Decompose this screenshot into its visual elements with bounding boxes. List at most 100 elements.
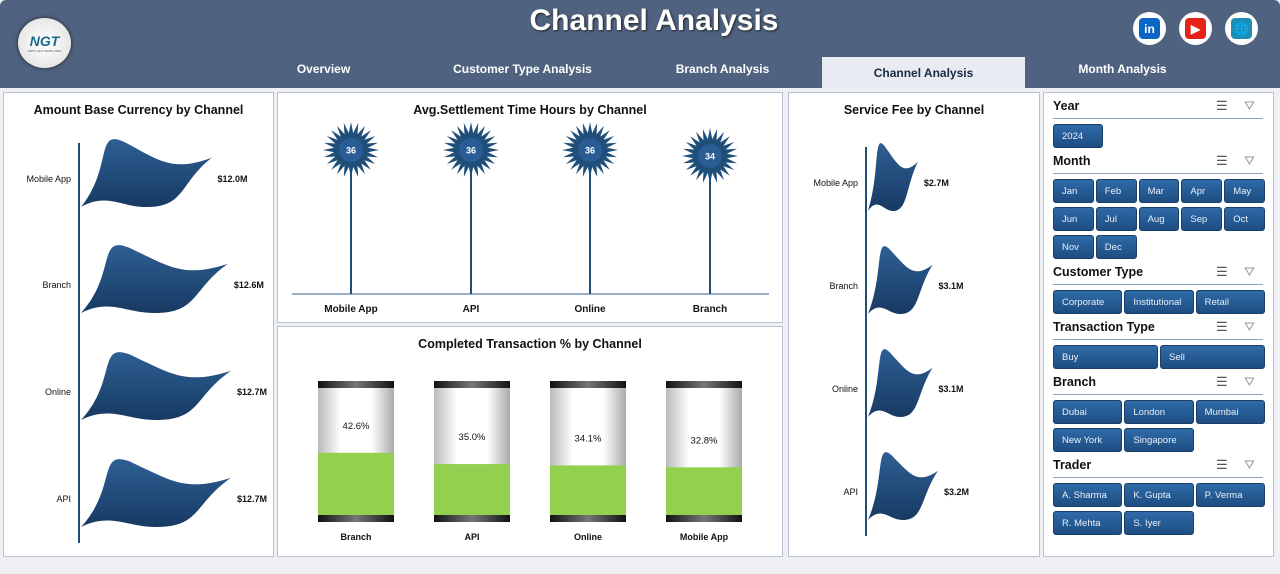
- multi-select-icon[interactable]: ☰: [1216, 374, 1228, 389]
- multi-select-icon[interactable]: ☰: [1216, 457, 1228, 472]
- data-label: 35.0%: [459, 432, 486, 443]
- tab-channel-analysis[interactable]: Channel Analysis: [822, 57, 1025, 88]
- globe-button[interactable]: 🌐: [1225, 12, 1258, 45]
- category-label: Branch: [829, 281, 858, 291]
- bar-branch: [81, 245, 228, 313]
- category-label: Branch: [42, 280, 71, 290]
- bar-mobile-app: [81, 139, 212, 207]
- divider: [1053, 173, 1263, 174]
- completed-chart-panel: Completed Transaction % by Channel 42.6%…: [277, 326, 783, 557]
- tab-customer-type-analysis[interactable]: Customer Type Analysis: [453, 62, 592, 76]
- category-label: Mobile App: [324, 304, 378, 315]
- branch-option-mumbai[interactable]: Mumbai: [1195, 400, 1265, 424]
- battery-fill: [318, 452, 394, 516]
- data-label: $3.1M: [939, 384, 964, 394]
- trader-option-a-sharma[interactable]: A. Sharma: [1053, 483, 1123, 507]
- data-label: $12.0M: [218, 174, 248, 184]
- bar-mobile-app: [868, 143, 918, 211]
- data-label: $3.1M: [939, 281, 964, 291]
- tab-branch-analysis[interactable]: Branch Analysis: [675, 62, 770, 76]
- bar-online: [868, 349, 933, 417]
- trader-option-s-iyer[interactable]: S. Iyer: [1124, 511, 1194, 535]
- category-label: API: [56, 494, 71, 504]
- year-option-2024[interactable]: 2024: [1053, 124, 1103, 148]
- bar-branch: [868, 246, 933, 314]
- month-option-mar[interactable]: Mar: [1138, 179, 1180, 203]
- customer-type-option-retail[interactable]: Retail: [1195, 290, 1265, 314]
- branch-option-singapore[interactable]: Singapore: [1124, 428, 1194, 452]
- month-slicer-title: Month: [1053, 154, 1091, 168]
- customer-type-slicer-title: Customer Type: [1053, 265, 1144, 279]
- category-label: Online: [574, 532, 602, 542]
- youtube-icon: ▶: [1185, 18, 1206, 39]
- category-label: Mobile App: [26, 174, 71, 184]
- youtube-button[interactable]: ▶: [1179, 12, 1212, 45]
- trader-option-p-verma[interactable]: P. Verma: [1195, 483, 1265, 507]
- month-option-oct[interactable]: Oct: [1224, 207, 1265, 231]
- clear-filter-icon[interactable]: ⛛: [1244, 264, 1255, 279]
- month-option-feb[interactable]: Feb: [1095, 179, 1137, 203]
- clear-filter-icon[interactable]: ⛛: [1244, 319, 1255, 334]
- month-option-jul[interactable]: Jul: [1095, 207, 1137, 231]
- globe-icon: 🌐: [1231, 18, 1252, 39]
- month-option-may[interactable]: May: [1224, 179, 1265, 203]
- bar-api: [81, 459, 231, 527]
- tab-month-analysis[interactable]: Month Analysis: [1078, 62, 1167, 76]
- divider: [1053, 477, 1263, 478]
- month-option-nov[interactable]: Nov: [1053, 235, 1094, 259]
- category-label: API: [843, 487, 858, 497]
- category-label: Branch: [693, 304, 727, 315]
- battery-fill: [434, 464, 510, 516]
- branch-option-dubai[interactable]: Dubai: [1053, 400, 1123, 424]
- multi-select-icon[interactable]: ☰: [1216, 153, 1228, 168]
- tab-overview[interactable]: Overview: [296, 62, 351, 76]
- trader-option-r-mehta[interactable]: R. Mehta: [1053, 511, 1123, 535]
- category-label: Online: [574, 304, 606, 315]
- chart-title: Completed Transaction % by Channel: [418, 337, 642, 351]
- customer-type-option-institutional[interactable]: Institutional: [1124, 290, 1194, 314]
- data-label: 36: [466, 146, 476, 156]
- multi-select-icon[interactable]: ☰: [1216, 98, 1228, 113]
- linkedin-button[interactable]: in: [1133, 12, 1166, 45]
- amount-chart: Mobile App$12.0MBranch$12.6MOnline$12.7M…: [26, 139, 267, 543]
- branch-option-london[interactable]: London: [1124, 400, 1194, 424]
- category-label: Online: [45, 387, 71, 397]
- battery-fill: [550, 465, 626, 516]
- divider: [1053, 394, 1263, 395]
- transaction-type-option-buy[interactable]: Buy: [1053, 345, 1158, 369]
- customer-type-option-corporate[interactable]: Corporate: [1053, 290, 1123, 314]
- trader-slicer-title: Trader: [1053, 458, 1092, 472]
- clear-filter-icon[interactable]: ⛛: [1244, 374, 1255, 389]
- multi-select-icon[interactable]: ☰: [1216, 319, 1228, 334]
- month-option-apr[interactable]: Apr: [1181, 179, 1223, 203]
- data-label: 36: [346, 146, 356, 156]
- month-option-jun[interactable]: Jun: [1053, 207, 1094, 231]
- category-label: API: [464, 532, 479, 542]
- bar-online: [81, 352, 231, 420]
- branch-option-new-york[interactable]: New York: [1053, 428, 1123, 452]
- trader-option-k-gupta[interactable]: K. Gupta: [1124, 483, 1194, 507]
- divider: [1053, 118, 1263, 119]
- clear-filter-icon[interactable]: ⛛: [1244, 153, 1255, 168]
- chart-title: Amount Base Currency by Channel: [33, 103, 244, 117]
- category-label: Online: [832, 384, 858, 394]
- data-label: $12.7M: [237, 494, 267, 504]
- clear-filter-icon[interactable]: ⛛: [1244, 457, 1255, 472]
- category-label: Branch: [340, 532, 371, 542]
- multi-select-icon[interactable]: ☰: [1216, 264, 1228, 279]
- page-title: Channel Analysis: [529, 4, 779, 37]
- battery-fill: [666, 467, 742, 516]
- month-option-sep[interactable]: Sep: [1181, 207, 1223, 231]
- divider: [1053, 339, 1263, 340]
- month-option-jan[interactable]: Jan: [1053, 179, 1094, 203]
- month-option-aug[interactable]: Aug: [1138, 207, 1180, 231]
- branch-slicer-title: Branch: [1053, 375, 1097, 389]
- bar-api: [868, 452, 938, 520]
- clear-filter-icon[interactable]: ⛛: [1244, 98, 1255, 113]
- transaction-type-option-sell[interactable]: Sell: [1160, 345, 1265, 369]
- data-label: $2.7M: [924, 178, 949, 188]
- month-option-dec[interactable]: Dec: [1095, 235, 1137, 259]
